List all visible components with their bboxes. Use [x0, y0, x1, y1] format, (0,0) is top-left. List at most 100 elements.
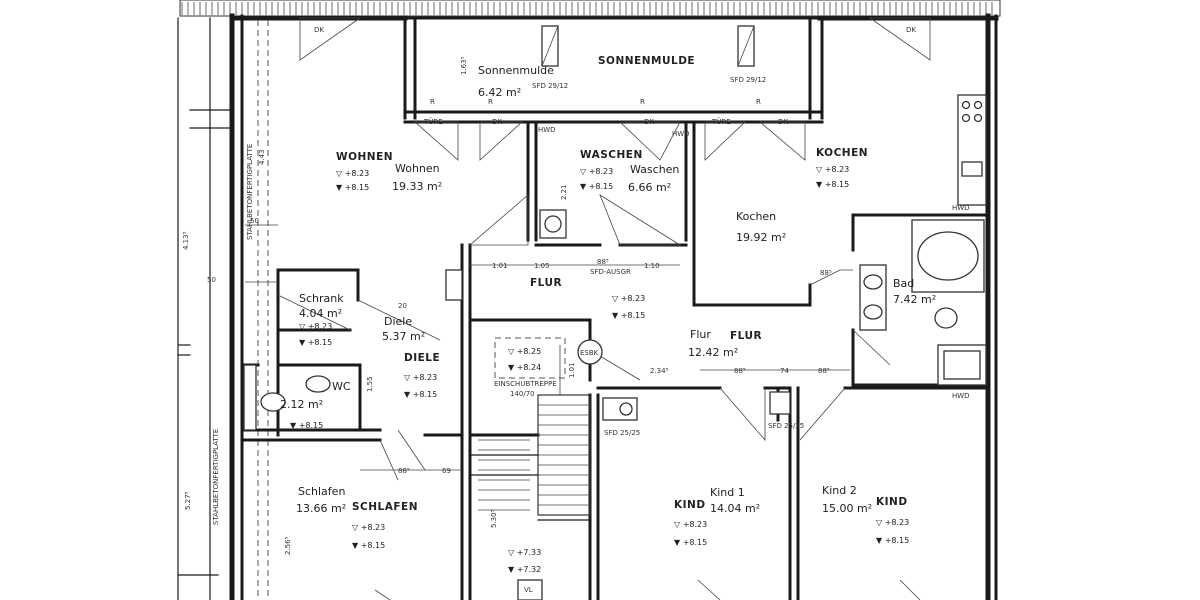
kind2-name: Kind 2	[822, 484, 857, 497]
stair-level-1: ▽ +8.25	[508, 347, 541, 356]
door-tag-dk-2: DK	[906, 26, 916, 34]
dimension-lines	[245, 224, 850, 471]
dim-69: 69	[442, 467, 451, 475]
sfd-tag-3: SFD 25/25	[604, 429, 640, 437]
dim-88-5: 88⁵	[820, 269, 832, 277]
flur-top-caps: FLUR	[530, 277, 562, 289]
dim-110: 1.10	[644, 262, 660, 270]
dim-88-1: 88⁵	[597, 258, 609, 266]
wohnen-level-2: ▼ +8.15	[336, 183, 369, 192]
diele-area: 5.37 m²	[382, 330, 425, 343]
flur-area: 12.42 m²	[688, 346, 738, 359]
stair-level-2: ▼ +8.24	[508, 363, 541, 372]
roller-tag-3: R	[640, 98, 645, 106]
dim-101: 1.01	[492, 262, 508, 270]
dim-234: 2.34⁵	[650, 367, 669, 375]
door-tag-dk-3: DK	[492, 118, 502, 126]
waschen-caps: WASCHEN	[580, 149, 643, 161]
wc-area: 2.12 m²	[280, 398, 323, 411]
kind2-area: 15.00 m²	[822, 502, 872, 515]
sfd-tag-2: SFD 29/12	[730, 76, 766, 84]
wc-level: ▼ +8.15	[290, 421, 323, 430]
kind1-area: 14.04 m²	[710, 502, 760, 515]
left-exterior-structure	[177, 17, 269, 600]
dim-443: 4.43	[258, 149, 266, 165]
dim-74-1: 74	[780, 367, 789, 375]
staircase	[469, 337, 591, 521]
schlafen-level-2: ▼ +8.15	[352, 541, 385, 550]
flur-name: Flur	[690, 328, 711, 341]
diele-name: Diele	[384, 315, 412, 328]
diele-level-1: ▽ +8.23	[404, 373, 437, 382]
wc-name: WC	[332, 380, 351, 393]
door-tag-tuere-1: TÜRE	[423, 117, 443, 126]
wohnen-caps: WOHNEN	[336, 151, 393, 163]
fixtures	[243, 94, 987, 600]
schrank-name: Schrank	[299, 292, 344, 305]
roller-tag-2: R	[488, 98, 493, 106]
slab-label-2: STAHLBETONFERTIGPLATTE	[212, 429, 220, 525]
vl-tag: VL	[524, 586, 533, 594]
kochen-level-2: ▼ +8.15	[816, 180, 849, 189]
sonnenmulde-area: 6.42 m²	[478, 86, 521, 99]
kind1-caps: KIND	[674, 499, 706, 511]
schlafen-caps: SCHLAFEN	[352, 501, 418, 513]
flur-level-2: ▼ +8.15	[612, 311, 645, 320]
waschen-level-1: ▽ +8.23	[580, 167, 613, 176]
schlafen-name: Schlafen	[298, 485, 345, 498]
door-tag-tuere-2: TÜRE	[711, 117, 731, 126]
kind1-name: Kind 1	[710, 486, 745, 499]
waschen-level-2: ▼ +8.15	[580, 182, 613, 191]
dim-50-2: 50	[207, 276, 216, 284]
door-tag-dk-1: DK	[314, 26, 324, 34]
dim-88-3: 88⁵	[818, 367, 830, 375]
dim-256: 2.56⁵	[284, 536, 292, 555]
stair-level-4: ▼ +7.32	[508, 565, 541, 574]
schrank-level-2: ▼ +8.15	[299, 338, 332, 347]
dim-88-4: 88⁵	[398, 467, 410, 475]
roller-tag-4: R	[756, 98, 761, 106]
dim-413: 4.13⁵	[182, 231, 190, 250]
sfd-ausgr-tag: SFD-AUSGR	[590, 268, 631, 276]
bad-name: Bad	[893, 277, 914, 290]
schlafen-level-1: ▽ +8.23	[352, 523, 385, 532]
schlafen-area: 13.66 m²	[296, 502, 346, 515]
einschubtreppe-dim: 140/70	[510, 390, 535, 398]
einschubtreppe-label: EINSCHUBTREPPE	[494, 380, 557, 388]
dim-20: 20	[398, 302, 407, 310]
dim-105: 1.05	[534, 262, 550, 270]
dim-221: 2.21	[560, 184, 568, 200]
slab-label-1: STAHLBETONFERTIGPLATTE	[246, 144, 254, 240]
kochen-area: 19.92 m²	[736, 231, 786, 244]
kind2-caps: KIND	[876, 496, 908, 508]
kochen-level-1: ▽ +8.23	[816, 165, 849, 174]
sfd-tag-1: SFD 29/12	[532, 82, 568, 90]
schrank-area: 4.04 m²	[299, 307, 342, 320]
roller-tag-1: R	[430, 98, 435, 106]
interior-walls	[240, 120, 990, 600]
dim-155: 1.55	[366, 376, 374, 392]
kind2-level-2: ▼ +8.15	[876, 536, 909, 545]
dim-163: 1.63⁵	[460, 56, 468, 75]
waschen-name: Waschen	[630, 163, 679, 176]
wohnen-name: Wohnen	[395, 162, 440, 175]
wohnen-level-1: ▽ +8.23	[336, 169, 369, 178]
diele-caps: DIELE	[404, 352, 440, 364]
waschen-area: 6.66 m²	[628, 181, 671, 194]
kochen-caps: KOCHEN	[816, 147, 868, 159]
sonnenmulde-name: Sonnenmulde	[478, 64, 554, 77]
dim-88-2: 88⁵	[734, 367, 746, 375]
door-tag-dk-4: DK	[644, 118, 654, 126]
kind1-level-1: ▽ +8.23	[674, 520, 707, 529]
hwd-tag-4: HWD	[672, 130, 690, 138]
hwd-tag-2: HWD	[952, 392, 970, 400]
dim-50-1: 50	[250, 217, 259, 225]
stair-level-3: ▽ +7.33	[508, 548, 541, 557]
door-tag-dk-5: DK	[778, 118, 788, 126]
kochen-name: Kochen	[736, 210, 776, 223]
roof-hatch	[179, 0, 1001, 17]
dim-527: 5.27⁵	[184, 491, 192, 510]
bad-area: 7.42 m²	[893, 293, 936, 306]
sonnenmulde-recess	[403, 16, 824, 124]
